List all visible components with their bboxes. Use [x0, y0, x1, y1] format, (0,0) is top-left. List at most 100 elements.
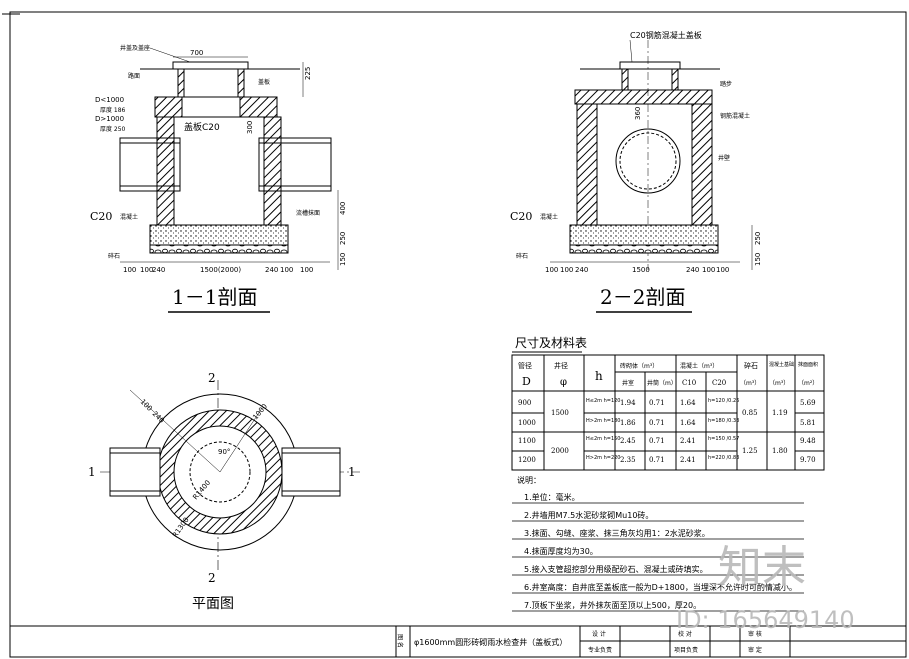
s1-bottom-dim: 100 [280, 266, 293, 274]
cell-plaster: 9.48 [800, 437, 816, 445]
plan-title: 平面图 [192, 596, 234, 612]
th-concrete: 混凝土（m³） [680, 362, 718, 370]
plan-view: 2 2 1 1 90° 1000 R1400 R1300 100 240 平面图 [88, 371, 360, 612]
cell-c10: 2.41 [680, 437, 696, 445]
cell-neck: 0.71 [649, 419, 665, 427]
note-item: 4.抹面厚度均为30。 [524, 546, 598, 556]
table-title: 尺寸及材料表 [515, 336, 587, 350]
s1-bottom-dim: 240 [152, 266, 165, 274]
s1-bottom-dim: 1500(2000) [200, 266, 241, 274]
note-item: 3.抹面、勾缝、座浆、抹三角灰均用1：2水泥砂浆。 [524, 528, 710, 538]
s2-bottom-dim: 1500 [632, 266, 650, 274]
watermark: 知末 ID: 165649140 [676, 542, 855, 634]
cell-wall: 1.86 [620, 419, 636, 427]
note-item: 5.接入支管超挖部分用级配砂石、混凝土或砖填实。 [524, 564, 708, 574]
notes-title: 说明： [517, 475, 541, 485]
cell-wall: 2.35 [620, 456, 636, 464]
s1-slab-label: 盖板C20 [184, 121, 220, 133]
cell-wall: 1.94 [620, 399, 636, 407]
note-item: 7.顶板下坐浆，井外抹灰面至顶以上500，厚20。 [524, 600, 701, 610]
s1-top-label: 盖板 [258, 78, 270, 86]
tb-review: 审 核 [748, 630, 762, 638]
tb-approve: 审 定 [748, 646, 762, 654]
plan-mark-2-top: 2 [208, 371, 216, 385]
s2-dim-150: 150 [754, 253, 762, 266]
s2-bottom-dim: 100 [716, 266, 729, 274]
th-mortar: 混凝土基础 [769, 361, 794, 368]
tb-drawing-name: φ1600mm圆形砖砌雨水检查井（盖板式） [414, 637, 567, 647]
s1-pipe-t-label2: D>1000 [95, 115, 124, 123]
s1-dim-400: 400 [339, 202, 347, 215]
th-neck: 井筒（m） [647, 379, 677, 387]
cell-d: 900 [518, 399, 531, 407]
s1-dim-150: 150 [339, 253, 347, 266]
section-2-2: C20钢筋混凝土盖板 踏步 钢筋混凝土 井壁 360 C20 混凝土 碎石 25… [510, 30, 762, 313]
cell-phi: 2000 [551, 447, 569, 455]
s2-bottom-dim: 100 [560, 266, 573, 274]
s1-bottom-dim: 100 [123, 266, 136, 274]
th-c10: C10 [682, 379, 696, 387]
cell-mortar: 1.80 [772, 447, 788, 455]
s2-c20-label: C20 [510, 210, 532, 223]
cell-plaster: 9.70 [800, 456, 816, 464]
s2-inner-label: 钢筋混凝土 [720, 112, 750, 120]
tb-label-figure: 图 名 [396, 634, 404, 648]
s2-ladder-label: 踏步 [720, 80, 732, 88]
cell-wall: 2.45 [620, 437, 636, 445]
plan-mark-1-left: 1 [88, 465, 96, 479]
s1-dim-250: 250 [339, 232, 347, 245]
s1-dim-top: 700 [190, 49, 203, 57]
cell-c20: h=120 /0.26 [708, 398, 739, 404]
tb-check: 校 对 [678, 630, 692, 638]
cell-c20: h=180 /0.33 [708, 418, 739, 424]
th-d: D [522, 375, 531, 388]
plan-r-outer: 1000 [251, 402, 269, 421]
s1-dim-225: 225 [304, 67, 312, 80]
materials-table: 尺寸及材料表 管径 D 井径 φ h 砖砌体（m³） 井室 井筒（m） 混凝土（… [511, 336, 825, 471]
cell-neck: 0.71 [649, 399, 665, 407]
th-pipe-d: 管径 [518, 361, 532, 370]
cell-neck: 0.71 [649, 456, 665, 464]
s1-pave-label: 路面 [128, 72, 140, 80]
tb-project: 项目负责 [674, 646, 698, 654]
cell-mortar: 1.19 [772, 409, 788, 417]
th-plaster-unit: （m²） [798, 380, 818, 387]
tb-professional: 专业负责 [588, 646, 612, 654]
note-item: 6.井室高度：自井底至盖板底一般为D+1800，当埋深不允许时可酌情减小。 [524, 582, 797, 592]
s1-joint-label: 流槽抹面 [296, 209, 320, 217]
th-gravel-unit: （m³） [740, 380, 760, 387]
tb-design: 设 计 [592, 630, 606, 638]
s1-pipe-d-label: D<1000 [95, 96, 124, 104]
plan-dim-100: 100 [139, 398, 154, 413]
th-wall: 井室 [622, 379, 634, 387]
watermark-brand: 知末 [718, 542, 806, 593]
cell-h: H>2m h=220 [586, 455, 621, 461]
plan-r-mid: R1300 [171, 516, 191, 539]
cell-phi: 1500 [551, 409, 569, 417]
plan-dim-240: 240 [151, 410, 166, 425]
section-1-1-title: 1－1剖面 [172, 285, 257, 309]
cell-c10: 1.64 [680, 399, 696, 407]
notes-list: 1.单位：毫米。2.井墙用M7.5水泥砂浆砌Mu10砖。3.抹面、勾缝、座浆、抹… [512, 492, 804, 612]
s2-bottom-dim: 240 [686, 266, 699, 274]
th-plaster: 抹面面积 [798, 361, 818, 368]
notes: 说明： 1.单位：毫米。2.井墙用M7.5水泥砂浆砌Mu10砖。3.抹面、勾缝、… [512, 475, 804, 612]
s1-pipe-t-label3: 厚度 250 [100, 125, 126, 133]
plan-angle: 90° [218, 448, 230, 456]
cell-gravel: 1.25 [742, 447, 758, 455]
cell-d: 1200 [518, 456, 536, 464]
s1-bottom-dim: 100 [300, 266, 313, 274]
title-block: 图 名 φ1600mm圆形砖砌雨水检查井（盖板式） 设 计 专业负责 校 对 项… [9, 625, 907, 658]
s2-gravel-label: 碎石 [516, 252, 528, 260]
th-mortar-unit: （m³） [769, 380, 789, 387]
s1-c20-sub: 混凝土 [120, 213, 138, 221]
cell-plaster: 5.81 [800, 419, 816, 427]
cell-plaster: 5.69 [800, 399, 816, 407]
cell-gravel: 0.85 [742, 409, 758, 417]
s2-bottom-dim: 100 [702, 266, 715, 274]
note-item: 2.井墙用M7.5水泥砂浆砌Mu10砖。 [524, 510, 653, 520]
th-brick: 砖砌体（m³） [620, 362, 658, 370]
